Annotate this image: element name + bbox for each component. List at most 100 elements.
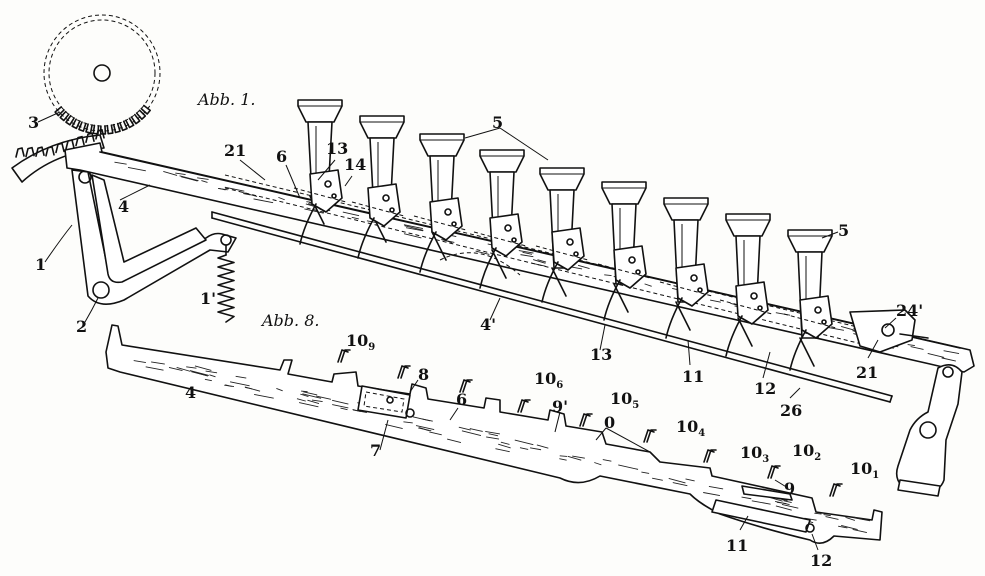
label-4b: 4' bbox=[480, 315, 496, 334]
label-3: 3 bbox=[28, 113, 39, 132]
latch-arm bbox=[789, 329, 807, 371]
label-5a: 5 bbox=[492, 113, 503, 132]
pivot bbox=[750, 292, 758, 300]
hatch-stroke bbox=[941, 357, 956, 362]
hatch-stroke bbox=[741, 496, 752, 500]
label-9prime: 9' bbox=[552, 397, 568, 416]
label-4c: 4 bbox=[185, 383, 196, 402]
hatch-stroke bbox=[192, 371, 209, 377]
hatch-stroke bbox=[532, 259, 546, 264]
rail-26 bbox=[211, 211, 893, 403]
latch-plate bbox=[293, 169, 347, 245]
leader-lines bbox=[37, 111, 897, 551]
gear-tooth bbox=[78, 121, 87, 132]
hatch-stroke bbox=[458, 426, 471, 431]
bar-6-hidden bbox=[224, 174, 871, 346]
hatch-stroke bbox=[299, 402, 319, 408]
hatch-stroke bbox=[300, 393, 309, 397]
hatch-stroke bbox=[823, 514, 831, 517]
hatch-stroke bbox=[114, 161, 127, 165]
hatch-stroke bbox=[168, 366, 183, 372]
small-spring bbox=[703, 449, 717, 463]
hatch-stroke bbox=[176, 366, 191, 372]
label-14: 14 bbox=[344, 155, 366, 174]
small-spring bbox=[579, 413, 593, 427]
hatch-stroke bbox=[775, 505, 792, 511]
hatch-stroke bbox=[559, 458, 567, 461]
springs-10 bbox=[337, 349, 843, 497]
hatch-stroke bbox=[943, 350, 960, 355]
hatch-stroke bbox=[418, 427, 432, 432]
small-spring bbox=[397, 365, 411, 379]
pin bbox=[451, 221, 457, 227]
hatch-stroke bbox=[852, 528, 867, 534]
hatch-stroke bbox=[311, 399, 323, 402]
hatch-stroke bbox=[522, 251, 533, 255]
hatch-stroke bbox=[672, 482, 688, 487]
hatch-stroke bbox=[845, 516, 855, 521]
hatch-stroke bbox=[519, 447, 529, 450]
lever-1 bbox=[71, 169, 237, 305]
hatch-stroke bbox=[351, 216, 359, 220]
segment-tooth bbox=[85, 132, 95, 143]
latch-arm bbox=[541, 261, 559, 303]
hatch-stroke bbox=[927, 352, 945, 358]
gear-tooth bbox=[92, 124, 100, 135]
label-10-1: 101 bbox=[850, 459, 879, 481]
hatch-stroke bbox=[604, 274, 612, 276]
hatch-stroke bbox=[447, 438, 462, 443]
label-2: 2 bbox=[76, 317, 87, 336]
hatch-stroke bbox=[559, 455, 568, 457]
hatch-stroke bbox=[567, 455, 582, 461]
latch-plates bbox=[293, 169, 837, 371]
segment-tooth bbox=[35, 146, 45, 157]
figure-captions: Abb. 1. Abb. 8. bbox=[196, 90, 319, 330]
caption-abb-1: Abb. 1. bbox=[196, 90, 255, 109]
hatch-stroke bbox=[488, 433, 499, 437]
spring-1prime bbox=[217, 244, 235, 323]
label-12a: 12 bbox=[754, 379, 776, 398]
hatch-stroke bbox=[151, 361, 165, 365]
latch-arm bbox=[665, 297, 683, 339]
hatch-stroke bbox=[518, 250, 534, 254]
hatch-stroke bbox=[254, 394, 274, 399]
hatch-stroke bbox=[201, 180, 208, 183]
hatch-stroke bbox=[145, 366, 164, 371]
latch-arm bbox=[357, 217, 375, 259]
label-10-4: 104 bbox=[676, 417, 705, 439]
label-13a: 13 bbox=[326, 139, 348, 158]
hatch-stroke bbox=[668, 477, 686, 484]
hatch-stroke bbox=[751, 500, 771, 505]
label-7: 7 bbox=[370, 441, 381, 460]
hatch-stroke bbox=[412, 416, 431, 422]
hatch-stroke bbox=[182, 176, 198, 182]
small-spring bbox=[767, 465, 781, 479]
hatch-stroke bbox=[332, 399, 349, 405]
gear-tooth bbox=[140, 104, 151, 115]
spring-labels: 109 106 105 104 103 102 101 bbox=[346, 331, 879, 481]
hatch-stroke bbox=[644, 283, 652, 287]
hatch-stroke bbox=[404, 225, 424, 231]
hatch-stroke bbox=[485, 430, 500, 435]
label-4a: 4 bbox=[118, 197, 129, 216]
caption-abb-8: Abb. 8. bbox=[260, 311, 319, 330]
gear-tooth bbox=[85, 123, 93, 134]
label-0: 0 bbox=[604, 413, 615, 432]
latch-plate bbox=[413, 197, 467, 273]
part-labels: 3 1 1' 2 4 4' 4 5 5 6 6 7 8 9' 9 0 11 11… bbox=[28, 113, 923, 570]
hatch-stroke bbox=[278, 196, 285, 201]
hatch-stroke bbox=[500, 441, 510, 445]
toothed-segment bbox=[11, 129, 105, 183]
hatch-stroke bbox=[175, 172, 186, 175]
hatch-stroke bbox=[225, 384, 232, 387]
hatch-stroke bbox=[776, 501, 787, 505]
hatch-stroke bbox=[205, 370, 218, 374]
hatch-stroke bbox=[838, 525, 848, 529]
hatch-stroke bbox=[708, 485, 724, 490]
latch-plate bbox=[783, 295, 837, 371]
pivot bbox=[814, 306, 822, 314]
hatch-stroke bbox=[296, 398, 306, 402]
hatch-stroke bbox=[276, 388, 283, 392]
hatch-stroke bbox=[514, 439, 534, 446]
